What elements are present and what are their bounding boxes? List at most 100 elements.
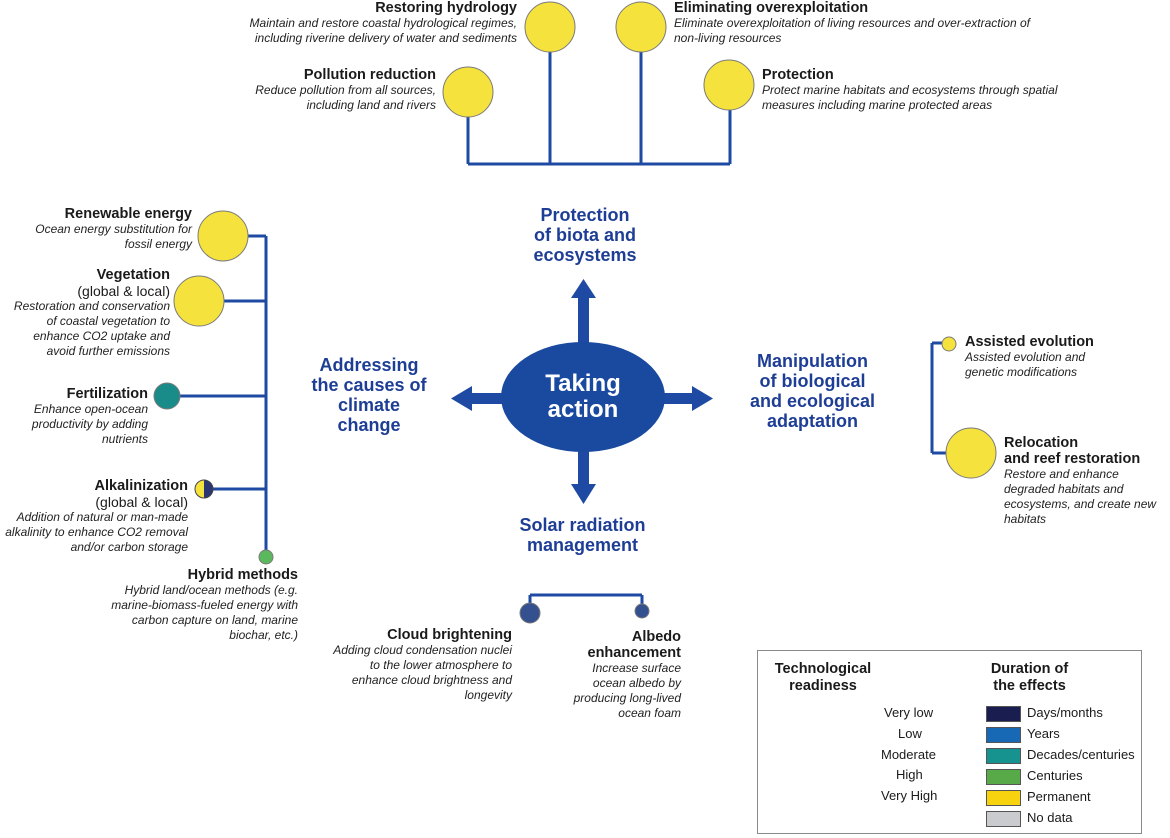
fertilization-desc: productivity by adding — [31, 417, 148, 431]
relocation-block: Relocation and reef restoration Restore … — [1004, 435, 1164, 527]
albedo-enhancement-desc: Increase surface — [592, 661, 681, 675]
arrow-left-head — [451, 386, 472, 411]
protection-block: Protection Protect marine habitats and e… — [762, 67, 1122, 113]
category-causes-line: the causes of — [311, 375, 427, 395]
cloud-brightening-title: Cloud brightening — [387, 627, 512, 643]
hybrid-methods-desc: Hybrid land/ocean methods (e.g. — [124, 583, 298, 597]
alkalinization-circle — [194, 479, 214, 499]
vegetation-circle — [173, 275, 225, 327]
vegetation-subtitle: (global & local) — [77, 283, 170, 299]
legend-readiness-title-line: Technological — [774, 661, 872, 677]
cloud-brightening-desc: to the lower atmosphere to — [369, 658, 512, 672]
assisted-evolution-desc: genetic modifications — [965, 365, 1078, 379]
protection-title: Protection — [762, 67, 834, 83]
alkalinization-title: Alkalinization — [94, 478, 188, 494]
restoring-hydrology-circle — [524, 1, 576, 53]
duration-label: Years — [1027, 726, 1060, 741]
restoring-hydrology-desc: including riverine delivery of water and… — [254, 31, 517, 45]
eliminating-overexploitation-block: Eliminating overexploitation Eliminate o… — [674, 0, 1094, 46]
relocation-desc: ecosystems, and create new — [1004, 497, 1157, 511]
fertilization-title: Fertilization — [66, 386, 148, 402]
eliminating-overexploitation-title: Eliminating overexploitation — [674, 0, 869, 16]
alkalinization-circle-outline — [194, 479, 214, 499]
pollution-reduction-block: Pollution reduction Reduce pollution fro… — [200, 67, 436, 113]
albedo-enhancement-title: enhancement — [587, 645, 681, 661]
duration-swatch — [986, 811, 1021, 827]
readiness-label-very-high: Very High — [881, 788, 938, 803]
duration-label: No data — [1027, 810, 1073, 825]
readiness-label-low: Low — [898, 726, 922, 741]
assisted-evolution-block: Assisted evolution Assisted evolution an… — [965, 334, 1145, 380]
pollution-reduction-circle — [442, 66, 494, 118]
category-solar: Solar radiation management — [495, 515, 670, 555]
arrow-right-head — [692, 386, 713, 411]
arrow-down-head — [571, 484, 596, 504]
category-manipulation-line: Manipulation — [757, 351, 868, 371]
category-solar-line: management — [526, 535, 639, 555]
center-ellipse — [501, 342, 665, 452]
albedo-enhancement-desc: ocean albedo by — [592, 676, 681, 690]
center-line1: Taking — [545, 370, 621, 397]
hybrid-methods-block: Hybrid methods Hybrid land/ocean methods… — [60, 567, 298, 643]
readiness-label-moderate: Moderate — [881, 747, 936, 762]
center-label: Taking action — [523, 371, 643, 423]
albedo-enhancement-desc: producing long-lived — [573, 691, 681, 705]
readiness-label-very-low: Very low — [884, 705, 934, 720]
assisted-evolution-desc: Assisted evolution and — [965, 350, 1086, 364]
restoring-hydrology-title: Restoring hydrology — [375, 0, 517, 16]
eliminating-overexploitation-desc: non-living resources — [674, 31, 782, 45]
arrows — [451, 279, 713, 504]
duration-swatch — [986, 727, 1021, 743]
albedo-enhancement-title: Albedo — [631, 629, 681, 645]
assisted-evolution-circle — [941, 336, 957, 352]
albedo-enhancement-block: Albedo enhancement Increase surface ocea… — [560, 629, 681, 721]
category-causes-line: Addressing — [319, 355, 419, 375]
category-manipulation-line: of biological — [759, 371, 866, 391]
arrow-right-shaft — [655, 393, 695, 404]
arrow-up-shaft — [578, 294, 589, 346]
category-causes: Addressing the causes of climate change — [294, 355, 444, 435]
legend-duration-title-line: Duration of — [990, 661, 1069, 677]
alkalinization-circle-left-half — [195, 480, 204, 498]
alkalinization-desc: Addition of natural or man-made — [16, 510, 188, 524]
vegetation-title: Vegetation — [96, 267, 170, 283]
renewable-energy-desc: fossil energy — [124, 237, 192, 251]
hybrid-methods-desc: biochar, etc.) — [229, 628, 298, 642]
relocation-desc: Restore and enhance — [1004, 467, 1119, 481]
restoring-hydrology-desc: Maintain and restore coastal hydrologica… — [249, 16, 517, 30]
readiness-label-high: High — [896, 767, 923, 782]
arrow-down-shaft — [578, 440, 589, 486]
renewable-energy-title: Renewable energy — [64, 206, 192, 222]
hybrid-methods-desc: carbon capture on land, marine — [131, 613, 298, 627]
relocation-desc: habitats — [1004, 512, 1047, 526]
protection-desc: measures including marine protected area… — [762, 98, 993, 112]
duration-swatch — [986, 706, 1021, 722]
cloud-brightening-circle — [519, 602, 541, 624]
duration-swatch — [986, 748, 1021, 764]
category-protection-line: Protection — [540, 205, 630, 225]
action-circles — [153, 1, 997, 624]
albedo-enhancement-circle — [634, 603, 650, 619]
cloud-brightening-desc: enhance cloud brightness and — [351, 673, 512, 687]
category-manipulation-line: adaptation — [766, 411, 858, 431]
category-manipulation-line: and ecological — [749, 391, 876, 411]
hybrid-methods-desc: marine-biomass-fueled energy with — [111, 598, 298, 612]
arrow-left-shaft — [468, 393, 508, 404]
center-line2: action — [547, 396, 619, 423]
duration-label: Decades/centuries — [1027, 747, 1135, 762]
fertilization-circle — [153, 382, 181, 410]
cloud-brightening-desc: Adding cloud condensation nuclei — [333, 643, 512, 657]
alkalinization-block: Alkalinization (global & local) Addition… — [0, 478, 188, 555]
vegetation-desc: of coastal vegetation to — [46, 314, 170, 328]
renewable-energy-block: Renewable energy Ocean energy substituti… — [0, 206, 192, 252]
duration-swatch — [986, 790, 1021, 806]
protection-desc: Protect marine habitats and ecosystems t… — [762, 83, 1058, 97]
eliminating-overexploitation-circle — [615, 1, 667, 53]
fertilization-block: Fertilization Enhance open-ocean product… — [0, 386, 148, 447]
relocation-desc: degraded habitats and — [1004, 482, 1124, 496]
vegetation-desc: avoid further emissions — [46, 344, 170, 358]
fertilization-desc: nutrients — [101, 432, 148, 446]
duration-label: Days/months — [1027, 705, 1103, 720]
hybrid-methods-title: Hybrid methods — [187, 567, 298, 583]
